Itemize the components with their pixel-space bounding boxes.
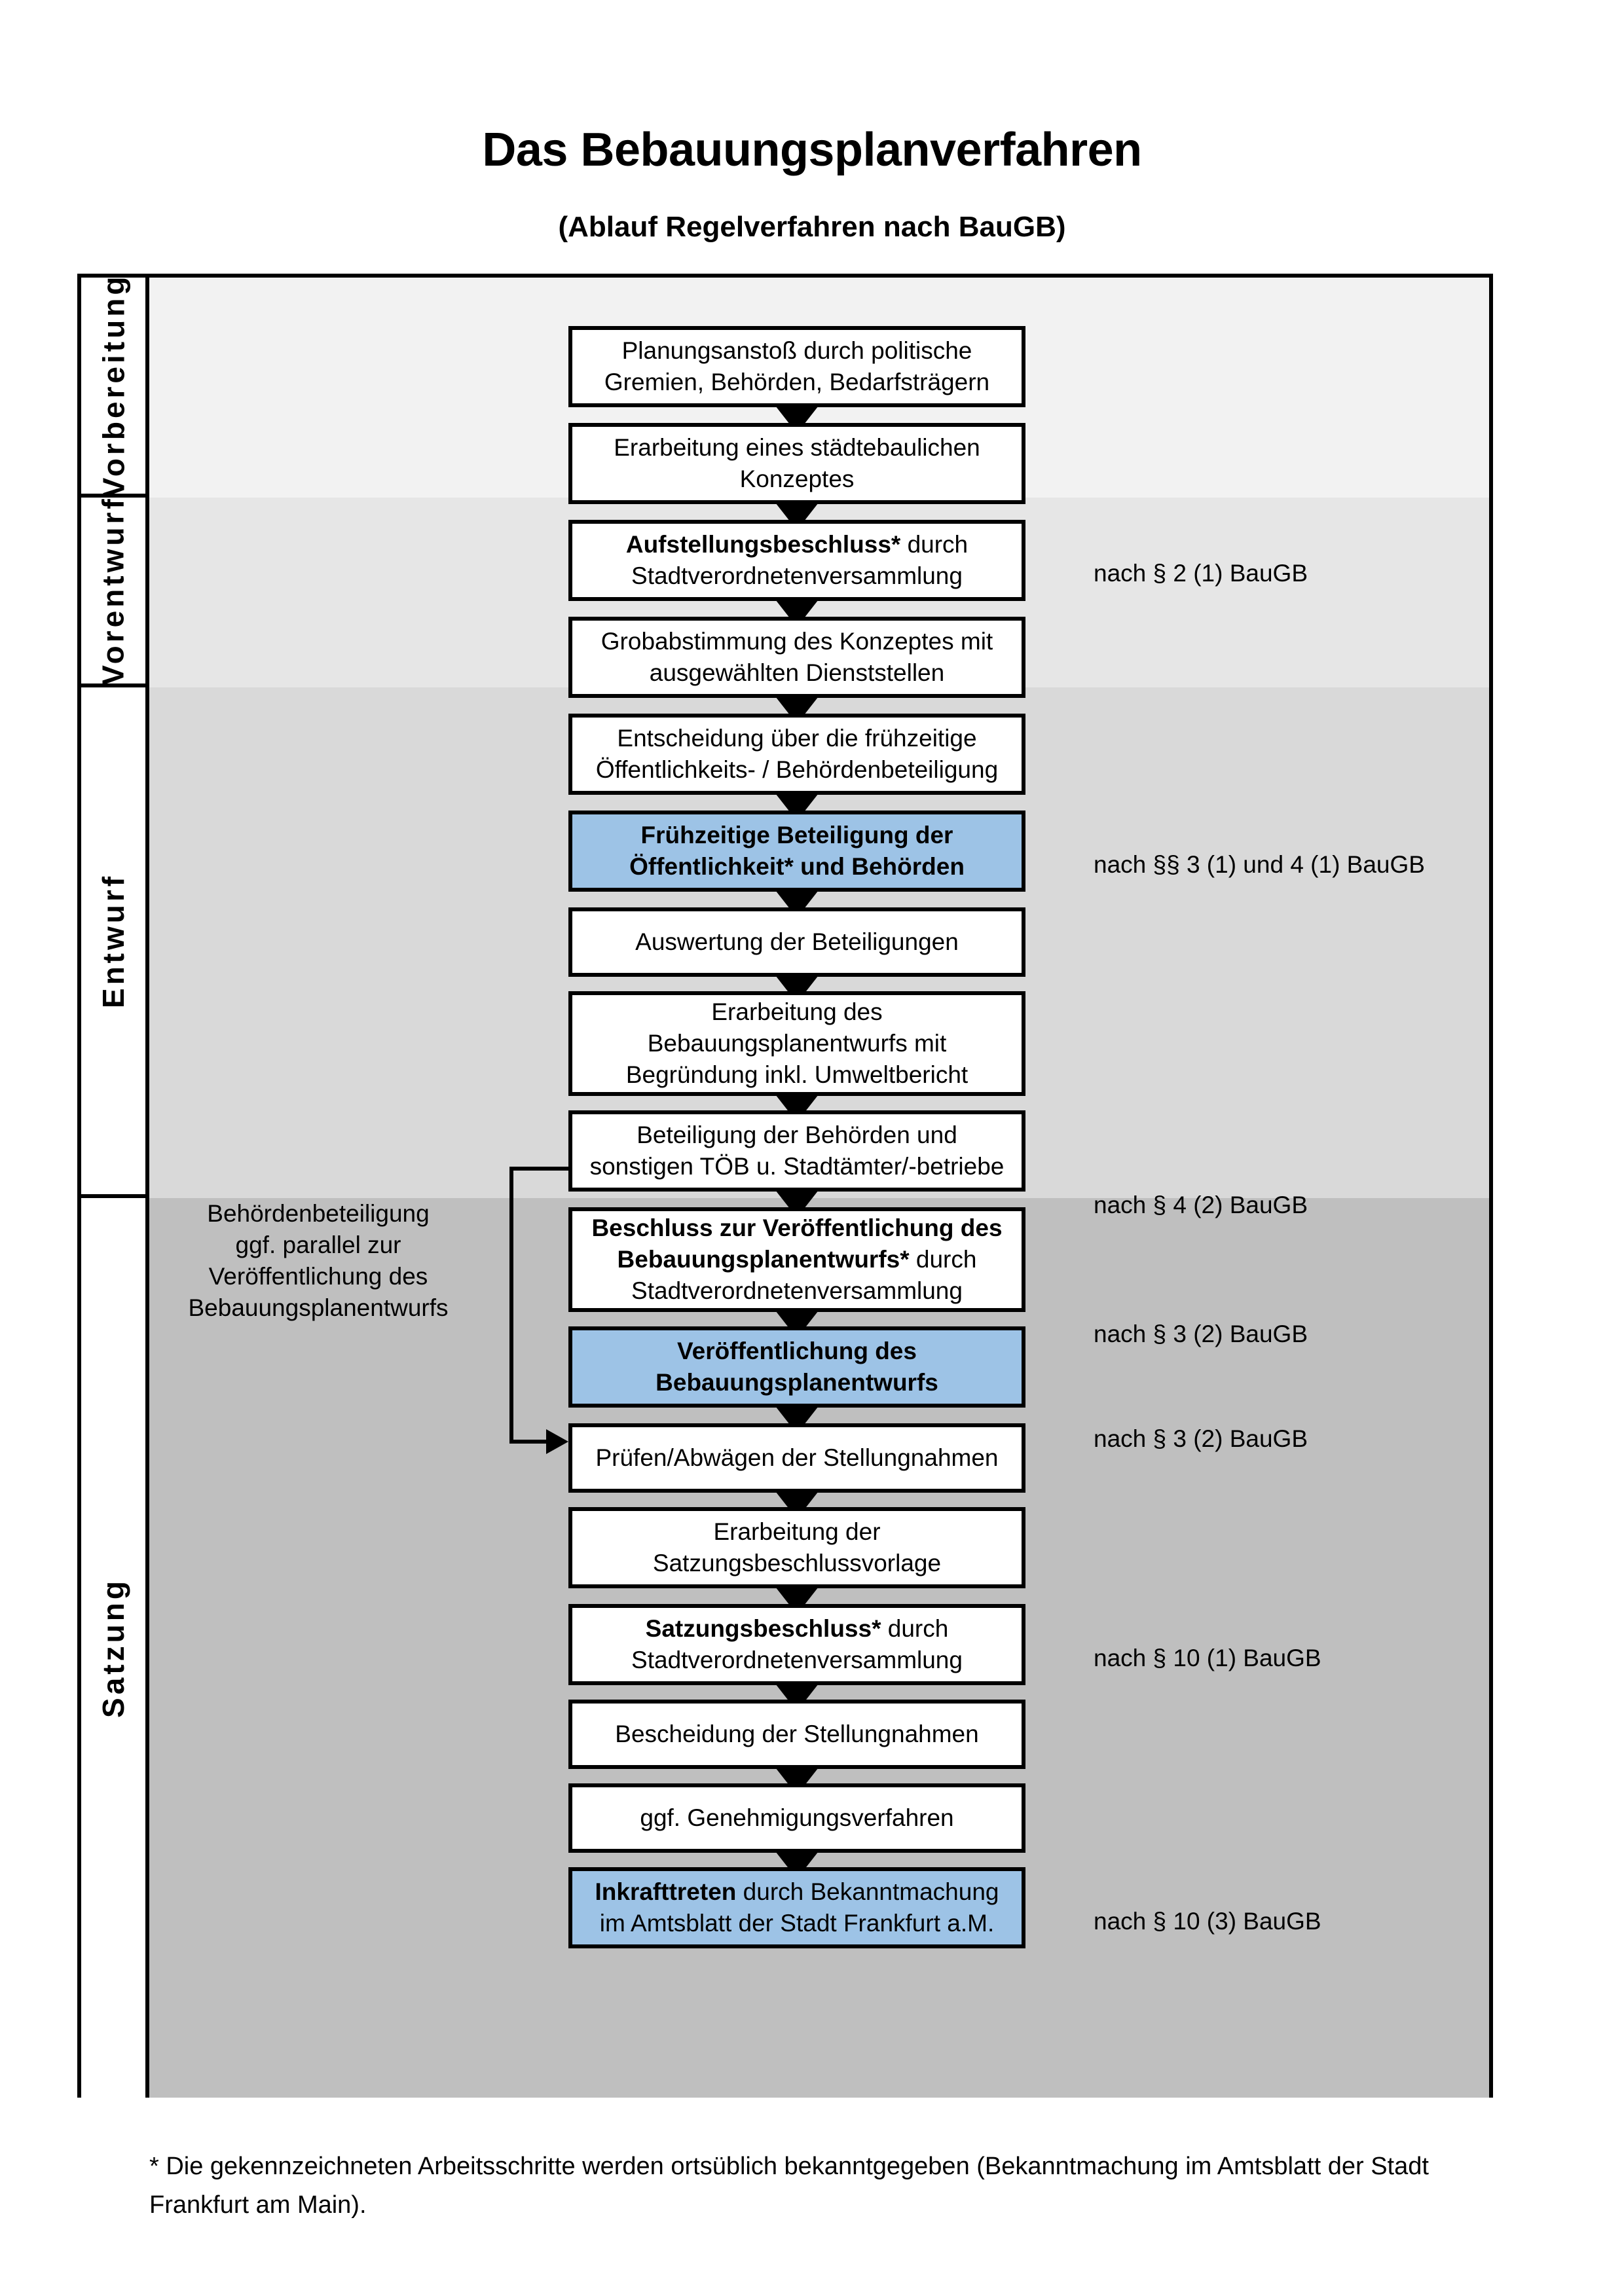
- step-box-staedtebauliches-konzept: Erarbeitung eines städtebaulichen Konzep…: [568, 423, 1025, 504]
- step-line: Entscheidung über die frühzeitige: [617, 724, 977, 752]
- step-line: Grobabstimmung des Konzeptes mit: [600, 627, 993, 655]
- step-box-planungsanstoss: Planungsanstoß durch politische Gremien,…: [568, 326, 1025, 407]
- step-line-bold: Frühzeitige Beteiligung der: [640, 821, 953, 848]
- parallel-connector-top-segment: [509, 1167, 570, 1171]
- step-line: Begründung inkl. Umweltbericht: [625, 1061, 969, 1089]
- step-line-suffix: durch: [881, 1614, 949, 1642]
- parallel-connector-arrowhead-icon: [546, 1429, 568, 1454]
- step-box-beschluss-veroeffentlichung: Beschluss zur Veröffentlichung des Bebau…: [568, 1207, 1025, 1312]
- step-line: Öffentlichkeit* und Behörden: [629, 851, 965, 883]
- legal-ref-par10-3: nach § 10 (3) BauGB: [1094, 1908, 1321, 1935]
- step-line-bold: Inkrafttreten: [595, 1878, 737, 1905]
- step-line: Planungsanstoß durch politische: [621, 337, 972, 364]
- step-box-erarbeitung-bebauungsplanentwurf: Erarbeitung des Bebauungsplanentwurfs mi…: [568, 991, 1025, 1096]
- step-box-inkrafttreten: Inkrafttreten durch Bekanntmachung im Am…: [568, 1867, 1025, 1948]
- legal-ref-par10-1: nach § 10 (1) BauGB: [1094, 1645, 1321, 1671]
- legal-ref-par4-2: nach § 4 (2) BauGB: [1094, 1192, 1308, 1218]
- step-box-grobabstimmung: Grobabstimmung des Konzeptes mit ausgewä…: [568, 617, 1025, 698]
- step-line-bold: Bebauungsplanentwurfs*: [617, 1245, 910, 1273]
- step-box-auswertung-beteiligungen: Auswertung der Beteiligungen: [568, 907, 1025, 977]
- side-note-line: Behördenbeteiligung: [207, 1200, 430, 1227]
- step-line: Inkrafttreten durch Bekanntmachung: [595, 1876, 999, 1908]
- step-line-suffix: durch: [900, 530, 969, 558]
- step-line: Satzungsbeschluss* durch: [646, 1613, 949, 1645]
- side-note-behoerdenbeteiligung: Behördenbeteiligung ggf. parallel zur Ve…: [161, 1198, 475, 1324]
- step-line: Satzungsbeschlussvorlage: [652, 1550, 942, 1576]
- legal-ref-par3-1-and-4-1: nach §§ 3 (1) und 4 (1) BauGB: [1094, 851, 1425, 878]
- phase-label-text: Entwurf: [96, 873, 131, 1009]
- phase-label-vorbereitung: Vorbereitung: [81, 274, 149, 498]
- phase-label-satzung: Satzung: [81, 1198, 149, 2098]
- phase-label-text: Vorbereitung: [96, 273, 131, 498]
- step-box-bescheidung-stellungnahmen: Bescheidung der Stellungnahmen: [568, 1700, 1025, 1769]
- phase-label-entwurf: Entwurf: [81, 687, 149, 1198]
- side-note-line: ggf. parallel zur: [235, 1231, 401, 1259]
- step-line: ausgewählten Dienststellen: [649, 659, 945, 686]
- step-line: Auswertung der Beteiligungen: [635, 928, 959, 955]
- step-line: Bebauungsplanentwurfs: [655, 1367, 938, 1398]
- parallel-connector-vertical-segment: [509, 1167, 513, 1444]
- step-line: Stadtverordnetenversammlung: [631, 1277, 963, 1305]
- step-line-bold: Öffentlichkeit* und Behörden: [629, 853, 965, 880]
- footnote-line: Frankfurt am Main).: [149, 2191, 367, 2219]
- step-line-bold: Beschluss zur Veröffentlichung des: [591, 1214, 1003, 1241]
- step-line: Öffentlichkeits- / Behördenbeteiligung: [595, 756, 999, 783]
- step-line-bold: Satzungsbeschluss*: [645, 1614, 881, 1642]
- step-box-satzungsbeschluss: Satzungsbeschluss* durch Stadtverordnete…: [568, 1604, 1025, 1685]
- phase-label-vorentwurf: Vorentwurf: [81, 496, 149, 687]
- step-box-erarbeitung-satzungsbeschlussvorlage: Erarbeitung der Satzungsbeschlussvorlage: [568, 1507, 1025, 1588]
- step-line-suffix: durch Bekanntmachung: [736, 1878, 999, 1905]
- step-line: Stadtverordnetenversammlung: [631, 562, 963, 589]
- step-line: Veröffentlichung des: [677, 1336, 917, 1367]
- phase-label-text: Vorentwurf: [96, 496, 130, 685]
- legal-ref-par2-1: nach § 2 (1) BauGB: [1094, 560, 1308, 587]
- step-line: Bescheidung der Stellungnahmen: [615, 1720, 979, 1747]
- footnote: * Die gekennzeichneten Arbeitsschritte w…: [149, 2147, 1505, 2225]
- step-line: Aufstellungsbeschluss* durch: [626, 529, 968, 560]
- step-box-genehmigungsverfahren: ggf. Genehmigungsverfahren: [568, 1783, 1025, 1853]
- page-title: Das Bebauungsplanverfahren: [482, 124, 1142, 176]
- step-line: Erarbeitung des: [711, 998, 883, 1025]
- step-box-veroeffentlichung-bebauungsplanentwurf: Veröffentlichung des Bebauungsplanentwur…: [568, 1326, 1025, 1408]
- side-note-line: Veröffentlichung des: [208, 1263, 428, 1290]
- step-line-bold: Bebauungsplanentwurfs: [655, 1369, 938, 1396]
- parallel-connector-bottom-segment: [509, 1440, 547, 1444]
- step-line: Prüfen/Abwägen der Stellungnahmen: [595, 1444, 999, 1471]
- step-box-aufstellungsbeschluss: Aufstellungsbeschluss* durch Stadtverord…: [568, 520, 1025, 601]
- step-line: ggf. Genehmigungsverfahren: [640, 1804, 954, 1831]
- step-box-fruehzeitige-beteiligung: Frühzeitige Beteiligung der Öffentlichke…: [568, 811, 1025, 892]
- step-line: Erarbeitung eines städtebaulichen: [614, 433, 980, 461]
- step-line-suffix: durch: [909, 1245, 977, 1273]
- footnote-line: * Die gekennzeichneten Arbeitsschritte w…: [149, 2153, 1429, 2180]
- step-line-bold: Veröffentlichung des: [677, 1337, 917, 1364]
- side-note-line: Bebauungsplanentwurfs: [188, 1294, 449, 1322]
- step-box-entscheidung-fruehzeitige-beteiligung: Entscheidung über die frühzeitige Öffent…: [568, 714, 1025, 795]
- step-line: Frühzeitige Beteiligung der: [641, 820, 953, 851]
- step-box-beteiligung-behoerden-toeb: Beteiligung der Behörden und sonstigen T…: [568, 1110, 1025, 1192]
- step-box-pruefen-abwaegen: Prüfen/Abwägen der Stellungnahmen: [568, 1423, 1025, 1493]
- phase-label-text: Satzung: [96, 1578, 131, 1718]
- step-line: sonstigen TÖB u. Stadtämter/-betriebe: [589, 1153, 1005, 1180]
- step-line: Beschluss zur Veröffentlichung des: [591, 1212, 1002, 1244]
- step-line-bold: Aufstellungsbeschluss*: [625, 530, 901, 558]
- step-line: Gremien, Behörden, Bedarfsträgern: [604, 369, 990, 395]
- step-line: Beteiligung der Behörden und: [637, 1121, 957, 1148]
- step-line: Bebauungsplanentwurfs* durch: [618, 1244, 977, 1275]
- legal-ref-par3-2-veroeffentlichung: nach § 3 (2) BauGB: [1094, 1425, 1308, 1452]
- step-line: Erarbeitung der: [713, 1518, 881, 1545]
- step-line: Bebauungsplanentwurfs mit: [647, 1029, 947, 1057]
- step-line: Stadtverordnetenversammlung: [631, 1647, 963, 1673]
- step-line: im Amtsblatt der Stadt Frankfurt a.M.: [599, 1910, 995, 1937]
- page-subtitle: (Ablauf Regelverfahren nach BauGB): [558, 211, 1066, 243]
- legal-ref-par3-2-beschluss: nach § 3 (2) BauGB: [1094, 1321, 1308, 1347]
- step-line: Konzeptes: [739, 465, 855, 492]
